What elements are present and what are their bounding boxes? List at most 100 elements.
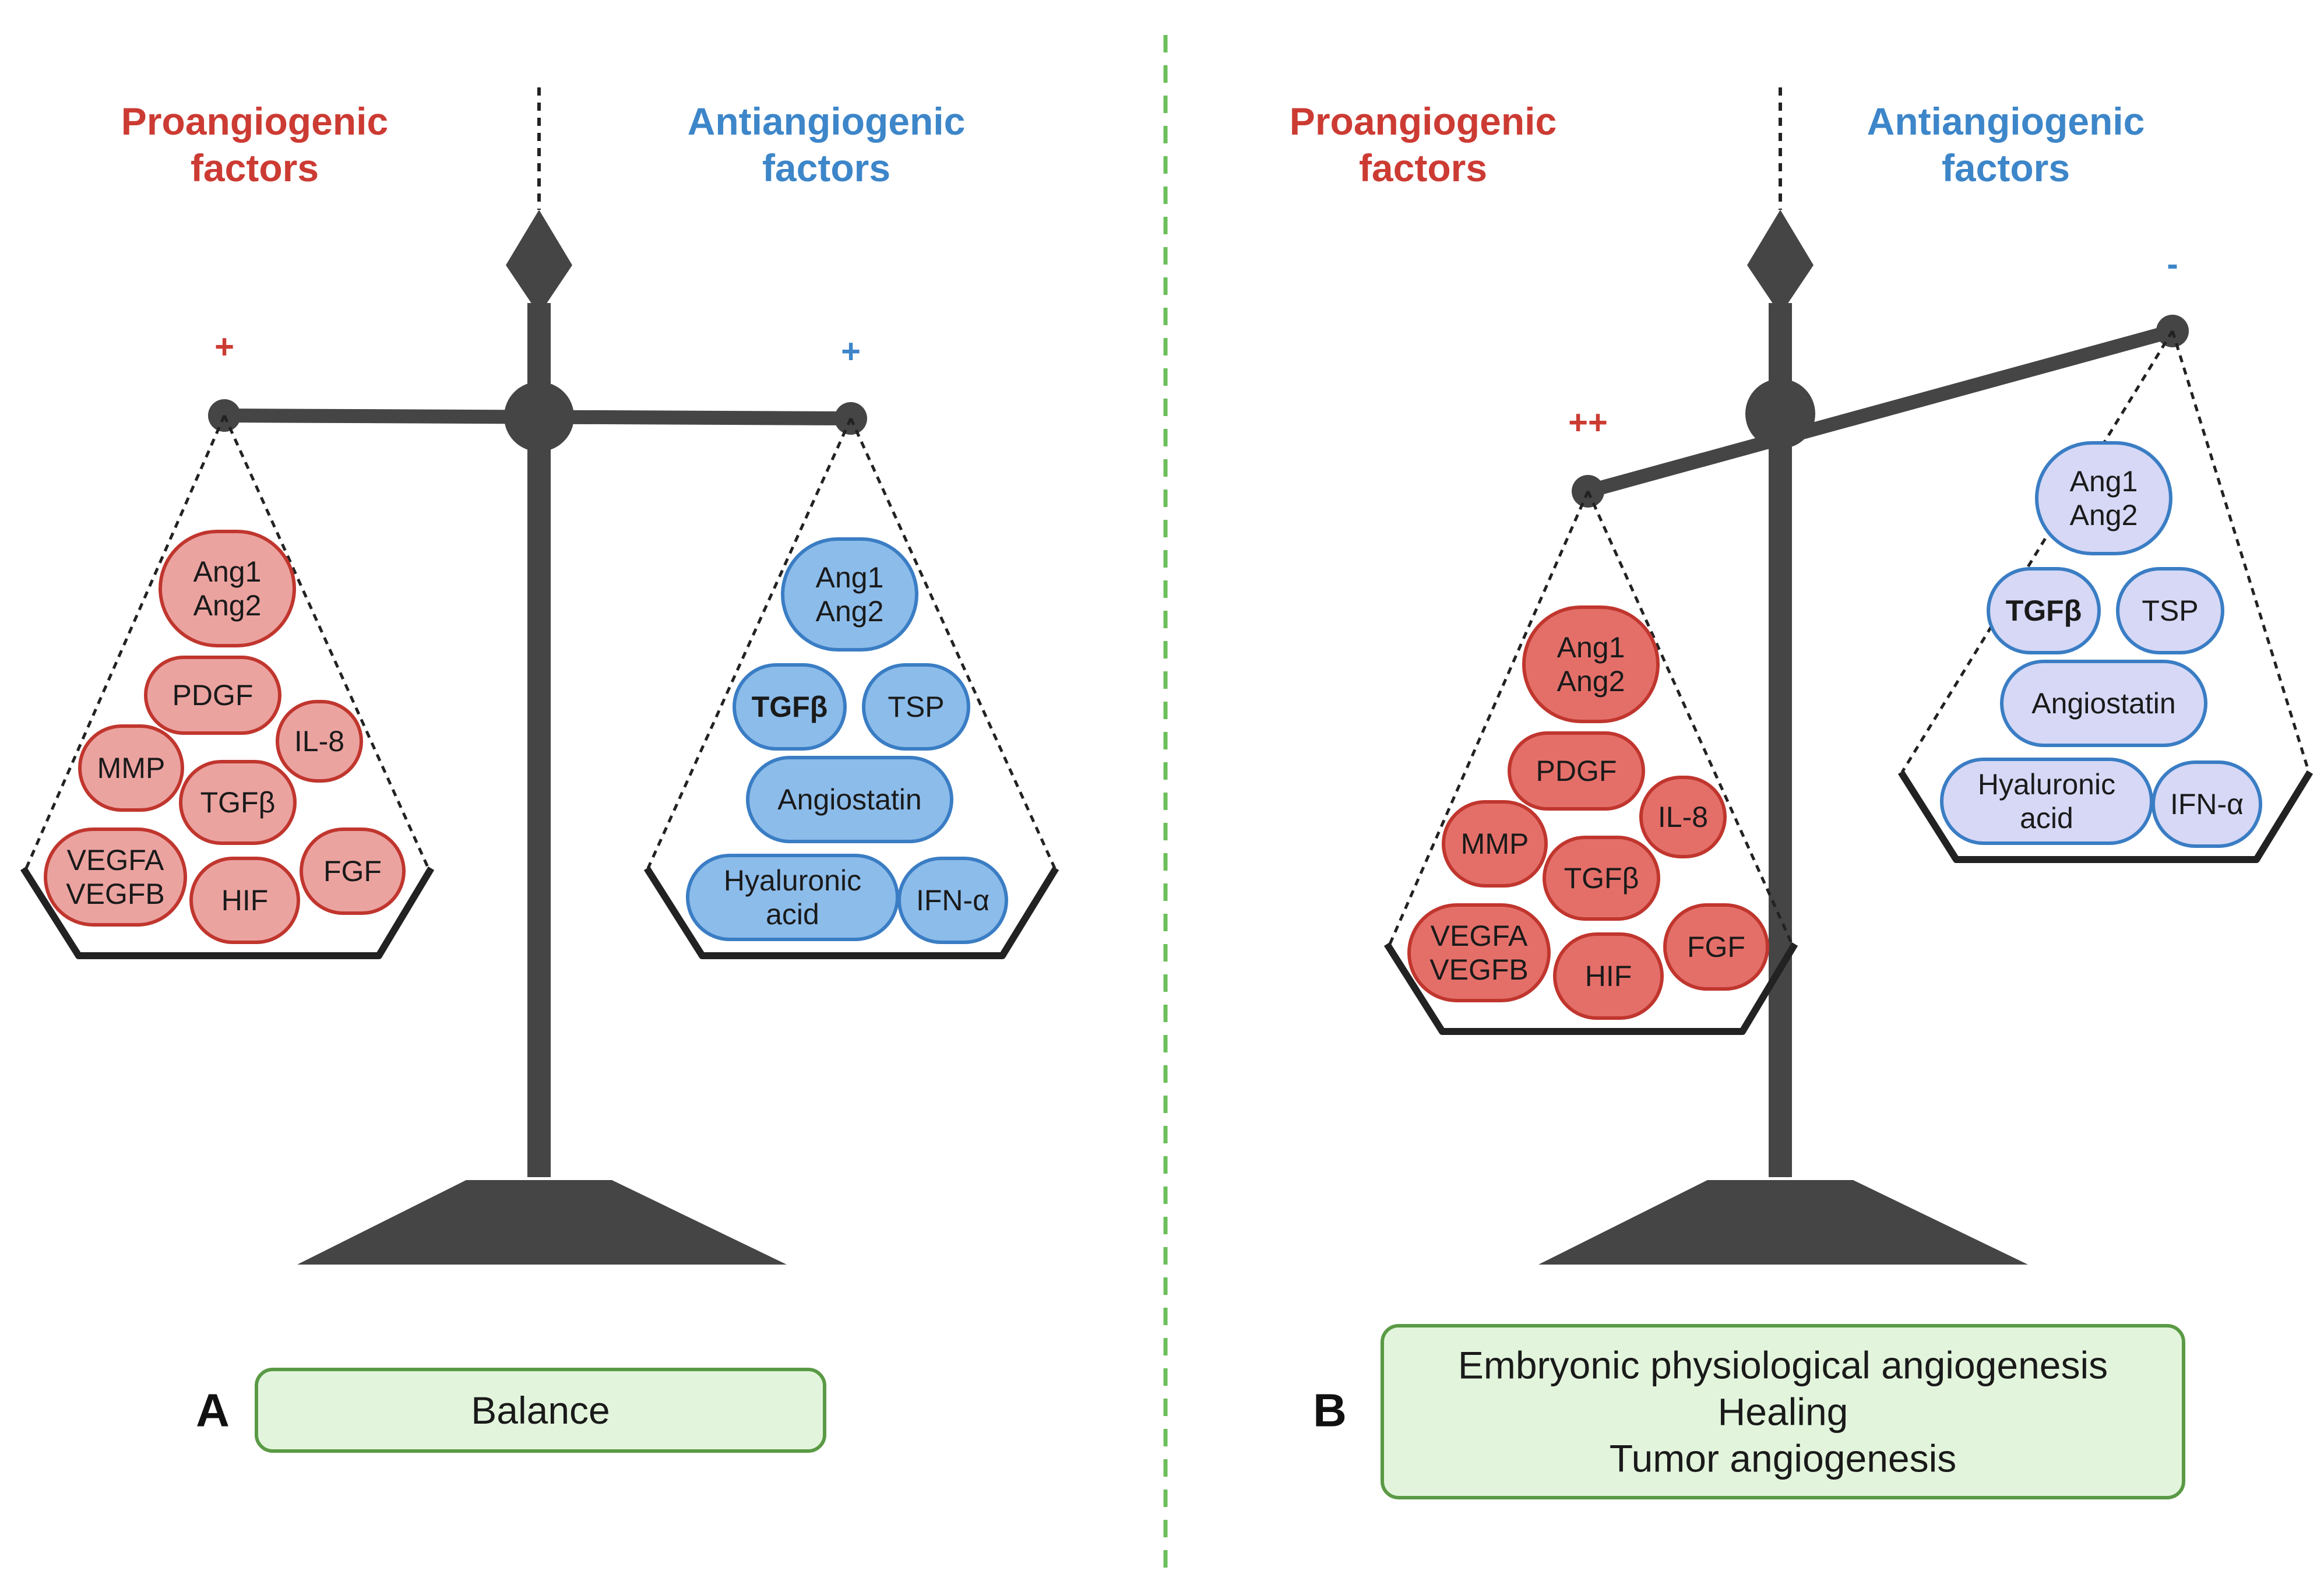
outcome-text: Embryonic physiological angiogenesis (1458, 1344, 2108, 1387)
factor-label: TSP (2142, 594, 2198, 627)
outcome-box-bg (255, 1368, 826, 1453)
factor-label: TGFβ (2006, 594, 2082, 627)
pro-header-line: Proangiogenic (1290, 100, 1557, 143)
factor-label: VEGFA (67, 844, 164, 876)
factor-label: HIF (1585, 960, 1632, 992)
factor-label: Angiostatin (2031, 687, 2175, 720)
factor-pill (1663, 903, 1769, 991)
pan-tray (1383, 942, 1798, 1035)
scale-base (1538, 1180, 2028, 1265)
factor-label: acid (2020, 802, 2073, 834)
anti-sign: + (841, 333, 861, 371)
factor-pill (159, 530, 296, 647)
factor-pill (1987, 567, 2101, 654)
factor-label: Hyaluronic (724, 864, 861, 897)
pro-factor-fgf: FGF (300, 828, 406, 915)
factor-pill (2000, 660, 2207, 747)
anti-header-line: factors (1942, 146, 2070, 189)
pro-factor-mmp: MMP (78, 724, 184, 812)
factor-pill (746, 756, 953, 843)
pan-string (1388, 490, 1590, 945)
anti-factor-tgfβ: TGFβ (733, 663, 847, 751)
scale-beam (1581, 324, 2179, 498)
factor-label: Ang2 (1557, 665, 1625, 698)
factor-pill (1442, 800, 1548, 888)
factor-label: Ang1 (1557, 631, 1625, 664)
outcome-box-bg (1381, 1324, 2185, 1499)
factor-pill (1543, 836, 1660, 921)
factor-label: MMP (1461, 828, 1529, 860)
outcome-text: Balance (471, 1389, 610, 1432)
anti-header-line: Antiangiogenic (1867, 100, 2145, 143)
factor-pill (897, 857, 1008, 944)
factor-label: Ang2 (2070, 499, 2138, 531)
factor-label: HIF (221, 884, 269, 917)
pan-string (1586, 490, 1794, 945)
factor-label: Angiostatin (777, 783, 921, 816)
factor-pill (1553, 932, 1664, 1020)
pan-string (1900, 330, 2174, 773)
pro-factor-tgfβ: TGFβ (1543, 836, 1660, 921)
outcome-text: Tumor angiogenesis (1610, 1437, 1957, 1480)
factor-pill (781, 537, 918, 652)
panel-b: ProangiogenicfactorsAntiangiogenicfactor… (1290, 87, 2314, 1499)
anti-factor-angiostatin: Angiostatin (746, 756, 953, 843)
factor-label: acid (766, 898, 819, 931)
outcome-box: Embryonic physiological angiogenesisHeal… (1381, 1324, 2185, 1499)
anti-factor-angiostatin: Angiostatin (2000, 660, 2207, 747)
factor-pill (1407, 903, 1551, 1002)
factor-label: Ang2 (816, 595, 884, 628)
pro-factor-il-8: IL-8 (1639, 776, 1727, 858)
pro-sign: ++ (1568, 404, 1608, 442)
pro-factor-pdgf: PDGF (1508, 731, 1645, 811)
factor-pill (189, 857, 300, 944)
anti-factor-tsp: TSP (2116, 567, 2224, 654)
factor-pill (2116, 567, 2224, 654)
scale-finial (1747, 210, 1814, 315)
pan-string (646, 417, 853, 869)
pro-header-line: factors (1359, 146, 1487, 189)
pro-factor-pdgf: PDGF (144, 656, 281, 735)
factor-label: TGFβ (1564, 862, 1639, 895)
panel-a: ProangiogenicfactorsAntiangiogenicfactor… (20, 87, 1059, 1453)
factor-label: Ang2 (193, 589, 262, 622)
factor-label: TGFβ (200, 786, 276, 819)
factor-label: TSP (888, 691, 944, 723)
panel-letter: B (1313, 1385, 1347, 1436)
factor-pill (1639, 776, 1727, 858)
anti-sign: - (2167, 245, 2178, 283)
factor-label: TGFβ (752, 691, 828, 723)
factor-label: FGF (1687, 931, 1745, 963)
anti-header-line: factors (762, 146, 890, 189)
factor-pill (686, 854, 899, 941)
factor-pill (862, 663, 970, 751)
pro-factor-mmp: MMP (1442, 800, 1548, 888)
outcome-text: Healing (1718, 1390, 1848, 1434)
pan-tray (1897, 770, 2314, 863)
pan-tray (20, 866, 435, 959)
pan-string (2171, 330, 2311, 773)
pro-header-line: Proangiogenic (121, 100, 388, 143)
factor-label: Hyaluronic (1978, 768, 2115, 801)
factor-pill (1522, 605, 1660, 723)
factor-label: Ang1 (193, 555, 262, 588)
pro-factor-tgfβ: TGFβ (179, 760, 297, 845)
anti-factor-tsp: TSP (862, 663, 970, 751)
factor-pill (276, 700, 363, 783)
pro-header-line: factors (191, 146, 319, 189)
factor-label: IFN-α (2170, 788, 2244, 821)
pro-factor-fgf: FGF (1663, 903, 1769, 991)
anti-header-line: Antiangiogenic (688, 100, 966, 143)
factor-pill (733, 663, 847, 751)
factor-label: VEGFB (66, 878, 164, 910)
pro-sign: + (214, 328, 234, 366)
